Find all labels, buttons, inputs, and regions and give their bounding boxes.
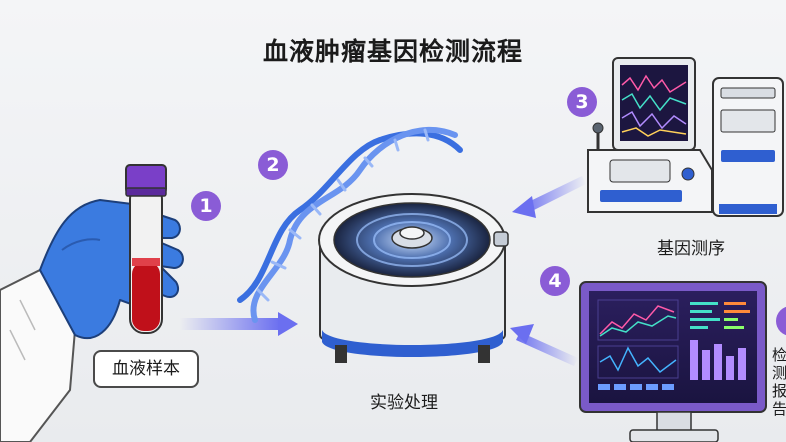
step-3-badge: 3 <box>567 87 597 117</box>
arrow-sample-to-processing <box>180 312 298 336</box>
sequencer-icon <box>587 57 784 217</box>
label-lab-processing: 实验处理 <box>370 393 438 413</box>
page-title: 血液肿瘤基因检测流程 <box>262 37 523 66</box>
step-5-badge-partial <box>776 306 786 336</box>
arrow-report-to-processing <box>510 324 578 366</box>
label-blood-sample: 血液样本 <box>93 350 199 388</box>
step-1-badge: 1 <box>191 191 221 221</box>
label-test-report: 检测报告 <box>772 346 786 418</box>
blood-tube-icon <box>125 164 167 334</box>
monitor-report-icon <box>579 281 767 442</box>
label-gene-sequencing: 基因测序 <box>657 239 725 259</box>
dna-helix-icon <box>237 127 463 323</box>
centrifuge-icon <box>318 193 509 363</box>
arrow-sequencing-to-processing <box>512 176 586 218</box>
step-4-badge: 4 <box>540 266 570 296</box>
step-2-badge: 2 <box>258 150 288 180</box>
